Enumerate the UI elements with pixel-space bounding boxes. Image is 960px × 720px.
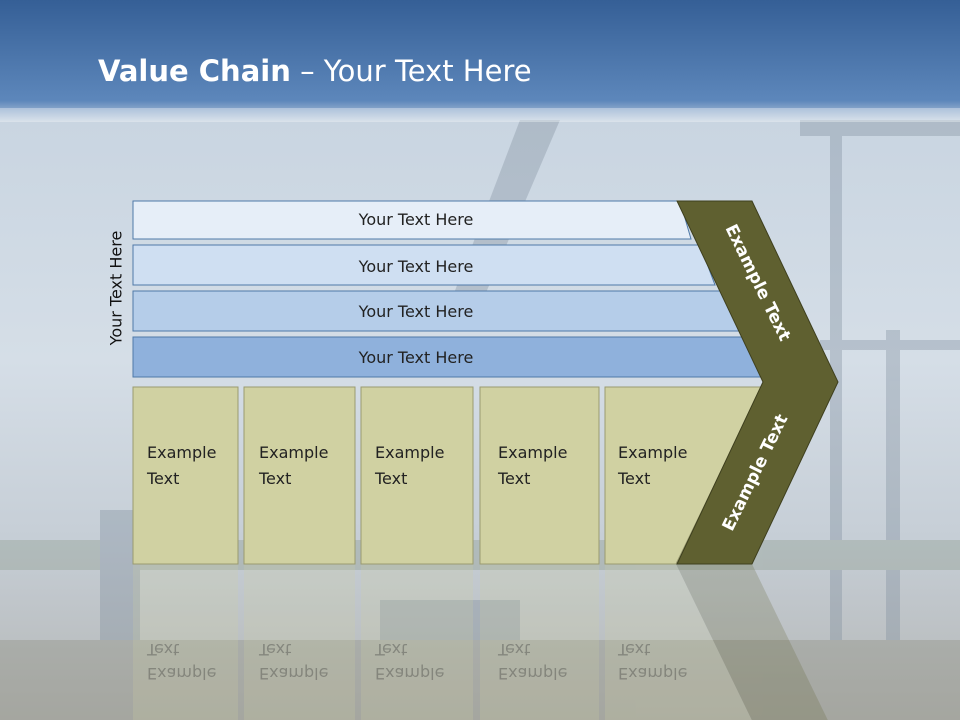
bar-1 [132, 200, 692, 240]
box-1 [132, 386, 239, 565]
bar-2-label: Your Text Here [358, 257, 474, 276]
box-4-line1: Example [498, 443, 567, 462]
box-2-line2: Text [258, 469, 291, 488]
reflection-text: Text [497, 640, 530, 659]
box-5-line1: Example [618, 443, 687, 462]
bar-3-label: Your Text Here [358, 302, 474, 321]
slide-title: Value Chain – Your Text Here [98, 54, 532, 88]
reflection-text: Example [259, 664, 328, 683]
reflection [133, 564, 828, 720]
reflection-text: Example [147, 664, 216, 683]
box-2-line1: Example [259, 443, 328, 462]
reflection-text: Text [258, 640, 291, 659]
bar-1-label: Your Text Here [358, 210, 474, 229]
box-4-line2: Text [497, 469, 530, 488]
box-5-line2: Text [617, 469, 650, 488]
box-5 [604, 386, 763, 565]
box-2 [243, 386, 356, 565]
reflection-text: Example [498, 664, 567, 683]
box-4 [479, 386, 600, 565]
box-3-line2: Text [374, 469, 407, 488]
reflection-text: Text [146, 640, 179, 659]
reflection-text: Text [617, 640, 650, 659]
box-1-line1: Example [147, 443, 216, 462]
box-3 [360, 386, 474, 565]
bar-2 [132, 244, 716, 286]
reflection-text: Example [375, 664, 444, 683]
chevron-arrow [676, 200, 839, 565]
box-1-line2: Text [146, 469, 179, 488]
bar-4-label: Your Text Here [358, 348, 474, 367]
reflection-text: Example [618, 664, 687, 683]
reflection-text: Text [374, 640, 407, 659]
box-3-line1: Example [375, 443, 444, 462]
